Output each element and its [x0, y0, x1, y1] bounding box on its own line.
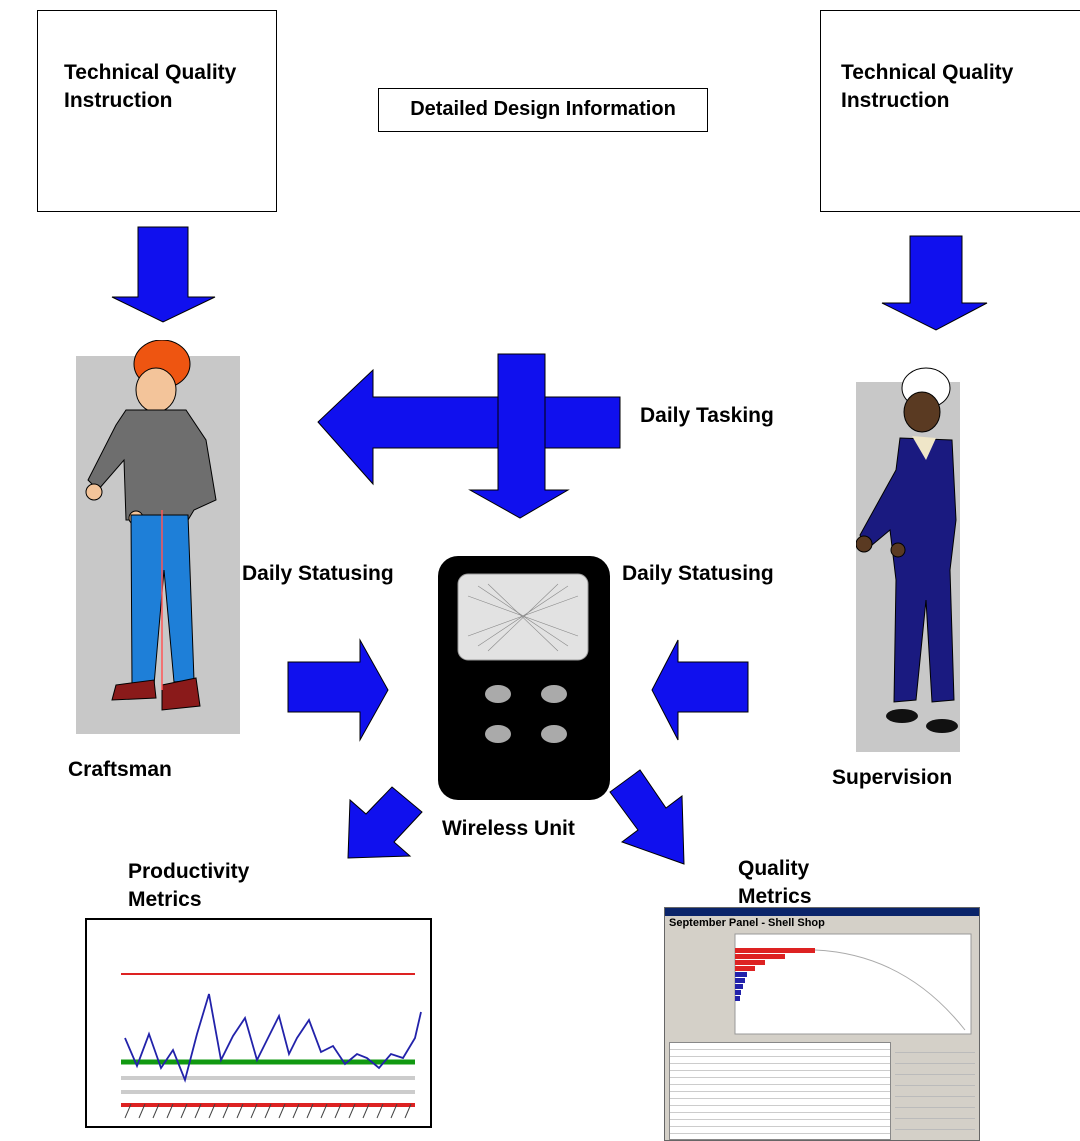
wireless-device-screen: [457, 573, 589, 661]
arrow-down-left: [111, 226, 216, 323]
supervisor-hand: [856, 535, 873, 553]
arrow-down-device: [468, 353, 570, 519]
daily-statusing-left-label: Daily Statusing: [242, 562, 394, 585]
craftsman-figure: [76, 340, 240, 734]
craftsman-head: [135, 367, 177, 413]
wireless-button-4: [541, 725, 567, 743]
technical-quality-instruction-left-text: Technical Quality Instruction: [64, 61, 237, 112]
technical-quality-instruction-box-left: Technical Quality Instruction: [37, 10, 277, 212]
supervisor-figure: [856, 367, 960, 752]
arrow-down-right: [881, 235, 988, 331]
detailed-design-information-box: Detailed Design Information: [378, 88, 708, 132]
quality-pareto-chart: [734, 933, 972, 1035]
arrow-left-statusing: [651, 639, 749, 741]
wireless-unit-label: Wireless Unit: [442, 817, 575, 840]
quality-metrics-window: September Panel - Shell Shop: [664, 907, 980, 1141]
arrow-right-statusing: [287, 638, 389, 742]
productivity-series-line: [124, 993, 422, 1083]
productivity-metrics-label: Productivity Metrics: [128, 860, 250, 911]
arrow-left-tasking: [317, 368, 621, 486]
supervisor-head: [903, 391, 941, 433]
craftsman-left-shoe: [111, 679, 157, 701]
daily-statusing-right-label: Daily Statusing: [622, 562, 774, 585]
craftsman-label: Craftsman: [68, 758, 172, 781]
daily-tasking-label: Daily Tasking: [640, 404, 774, 427]
productivity-chart-thumbnail: [85, 918, 432, 1128]
quality-window-titlebar: [665, 908, 979, 916]
quality-window-title: September Panel - Shell Shop: [669, 917, 825, 929]
wireless-button-2: [541, 685, 567, 703]
quality-side-controls: [895, 1042, 975, 1138]
quality-data-table: [669, 1042, 891, 1140]
supervision-label: Supervision: [832, 766, 953, 789]
wireless-button-3: [485, 725, 511, 743]
wireless-device: [438, 556, 610, 800]
technical-quality-instruction-right-text: Technical Quality Instruction: [841, 61, 1014, 112]
supervisor-left-shoe: [886, 709, 918, 723]
technical-quality-instruction-box-right: Technical Quality Instruction: [820, 10, 1080, 212]
quality-metrics-label: Quality Metrics: [738, 857, 812, 908]
craftsman-right-shoe: [161, 677, 201, 711]
arrow-diagonal-productivity: [347, 786, 423, 859]
supervisor-right-shoe: [926, 719, 958, 733]
arrow-diagonal-quality: [609, 769, 685, 865]
craftsman-left-hand: [85, 483, 103, 501]
wireless-button-1: [485, 685, 511, 703]
